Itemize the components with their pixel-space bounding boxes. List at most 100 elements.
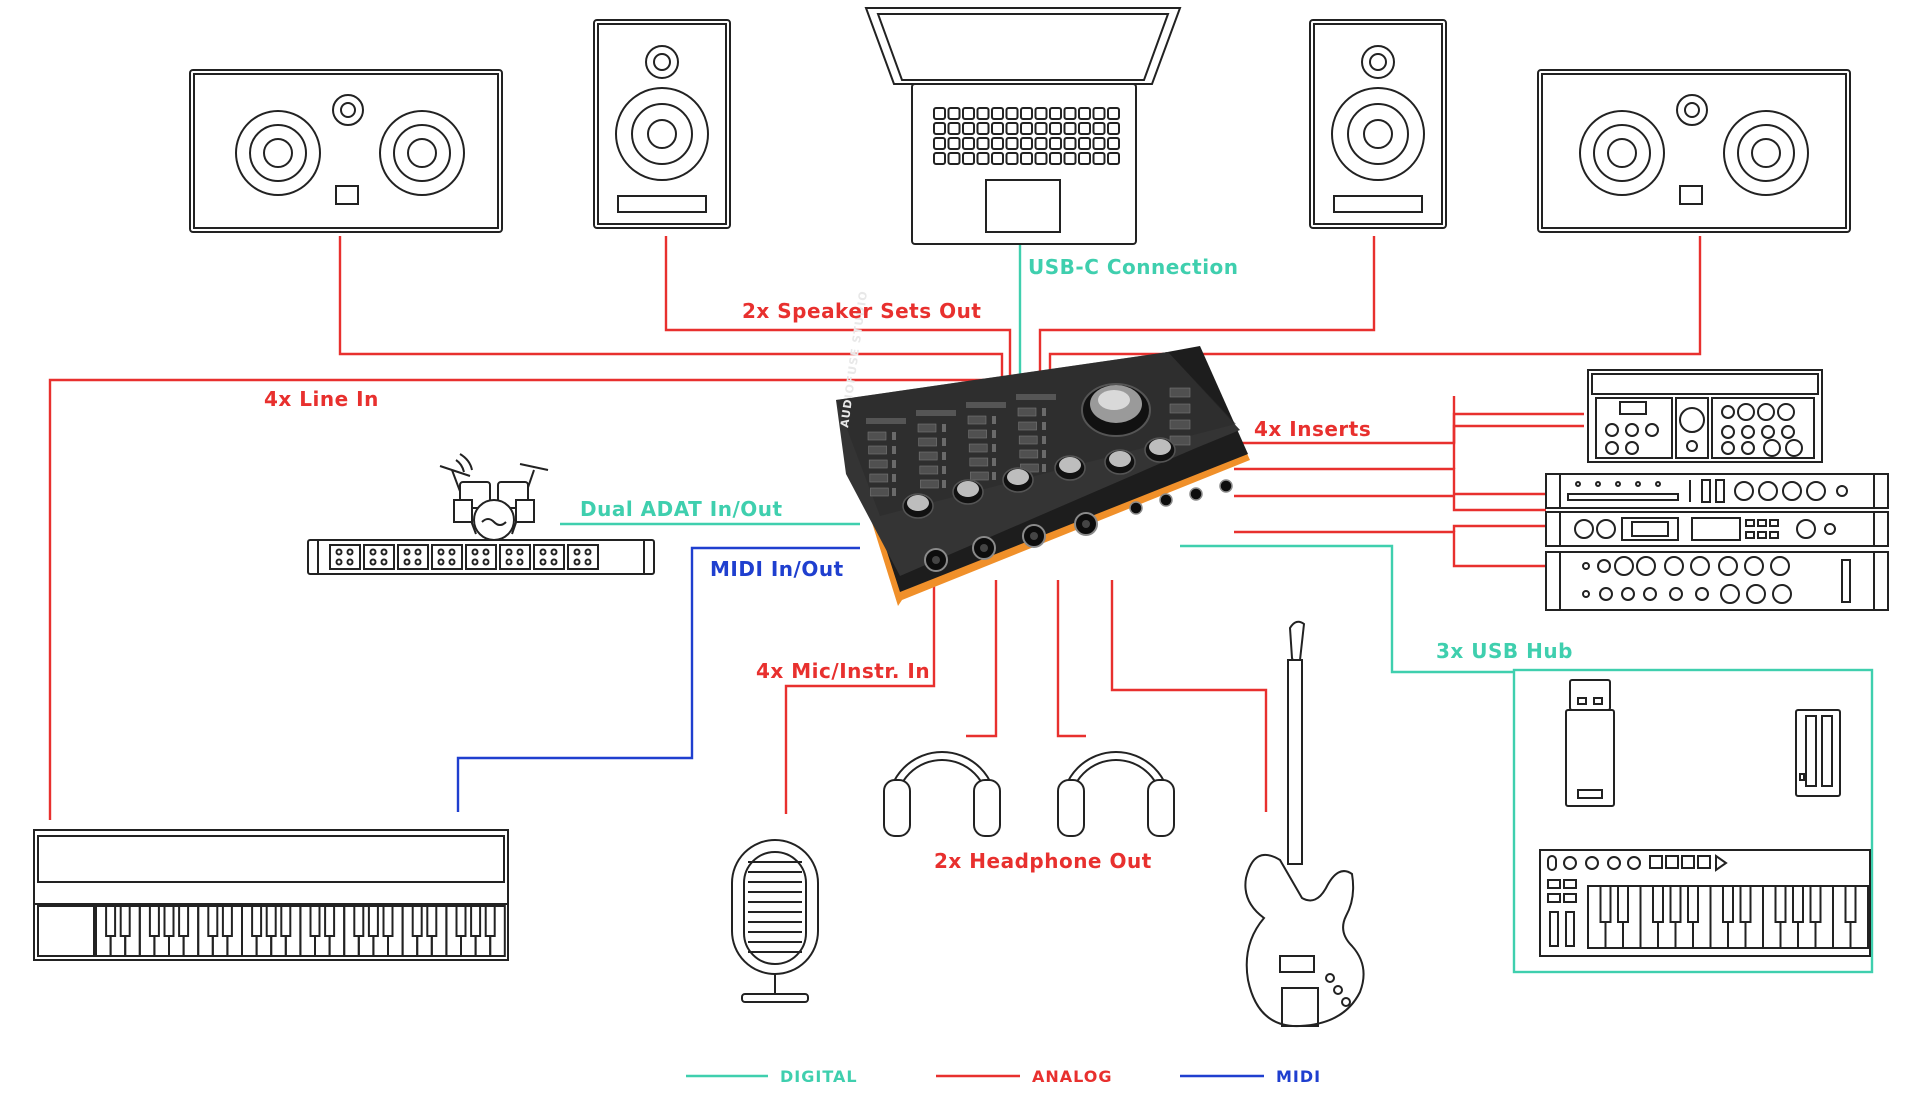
adat-slot — [499, 544, 531, 570]
adat-dot — [550, 558, 558, 566]
laptop-key — [1063, 107, 1077, 120]
microphone-icon — [731, 839, 819, 1003]
channel-button[interactable] — [918, 437, 937, 447]
controller-black-key — [1739, 885, 1752, 923]
channel-led — [942, 424, 946, 432]
laptop-key — [1063, 137, 1077, 150]
wire-right-center-speaker — [1048, 236, 1702, 380]
headphone-jack[interactable] — [1219, 479, 1233, 493]
wire-left-center-speaker — [338, 236, 1004, 380]
channel-button[interactable] — [970, 471, 989, 481]
channel-button[interactable] — [918, 451, 938, 461]
piano-black-key — [353, 905, 365, 937]
channel-button[interactable] — [919, 465, 939, 475]
audio-interface: AUDIOFUSE STUDIO — [836, 290, 1250, 606]
controller-black-key — [1722, 885, 1734, 923]
studio-monitor-icon — [1331, 45, 1425, 213]
monitor-button[interactable] — [1169, 387, 1191, 398]
piano-black-key — [470, 905, 482, 937]
adat-dot — [505, 558, 513, 566]
adat-dot — [584, 558, 592, 566]
usb-hub-frame — [1512, 668, 1874, 974]
adat-slot — [329, 544, 361, 570]
adat-dot — [335, 558, 343, 566]
channel-button[interactable] — [1019, 449, 1039, 459]
channel-button[interactable] — [1018, 435, 1038, 445]
adat-dot — [335, 548, 343, 556]
channel-led — [942, 480, 946, 488]
channel-led — [942, 452, 946, 460]
laptop-key — [1049, 137, 1062, 150]
channel-button[interactable] — [968, 443, 988, 453]
laptop-key — [976, 122, 990, 135]
controller-black-key — [1599, 885, 1612, 923]
adat-dot — [482, 558, 490, 566]
insert-unit-1 — [1587, 369, 1823, 463]
headphone-jack[interactable] — [1159, 493, 1173, 507]
jack-center — [932, 556, 940, 564]
channel-button[interactable] — [868, 445, 887, 455]
laptop-key — [1005, 152, 1019, 165]
gain-knob-cap — [1007, 469, 1029, 485]
channel-led — [892, 460, 896, 468]
laptop-key — [1034, 122, 1048, 135]
laptop-key — [1063, 122, 1077, 135]
wire-left-monitor — [664, 236, 1012, 380]
monitor-button[interactable] — [1169, 419, 1191, 430]
channel-led — [892, 474, 896, 482]
adat-dot — [539, 558, 547, 566]
adat-dot — [380, 548, 388, 556]
channel-button[interactable] — [870, 487, 889, 497]
channel-button[interactable] — [920, 479, 939, 489]
channel-button[interactable] — [1017, 407, 1037, 417]
insert-unit-4 — [1545, 551, 1889, 611]
channel-button[interactable] — [969, 457, 989, 467]
channel-led — [892, 446, 896, 454]
piano-black-key — [119, 905, 131, 937]
adat-dot — [403, 548, 411, 556]
laptop-key — [962, 107, 975, 120]
laptop-key — [1005, 137, 1019, 150]
jack-center — [980, 544, 988, 552]
laptop-key — [991, 137, 1004, 150]
jack-center — [1082, 520, 1090, 528]
laptop-key — [976, 107, 990, 120]
adat-dot — [550, 548, 558, 556]
channel-button[interactable] — [967, 415, 987, 425]
channel-button[interactable] — [867, 431, 887, 441]
label-usb-c-connection: USB-C Connection — [1028, 255, 1239, 279]
wire-bass — [1110, 580, 1268, 812]
wire-inserts-b — [1234, 467, 1546, 496]
laptop-key — [1078, 107, 1091, 120]
channel-led — [992, 416, 996, 424]
laptop-key — [1107, 107, 1120, 120]
channel-button[interactable] — [1018, 421, 1037, 431]
adat-dot — [414, 558, 422, 566]
headphone-jack[interactable] — [1189, 487, 1203, 501]
channel-led — [892, 488, 896, 496]
legend-analog: ANALOG — [1032, 1067, 1113, 1086]
monitor-button[interactable] — [1169, 403, 1191, 414]
channel-header — [916, 410, 956, 416]
channel-button[interactable] — [868, 459, 888, 469]
label-usb-hub: 3x USB Hub — [1436, 639, 1573, 663]
labels: 2x Speaker Sets Out USB-C Connection 4x … — [264, 255, 1573, 873]
channel-button[interactable] — [917, 423, 937, 433]
piano-black-key — [382, 905, 394, 937]
adat-dot — [437, 548, 445, 556]
keyboard-icon — [33, 829, 509, 961]
controller-black-key — [1669, 885, 1682, 923]
adat-dot — [471, 558, 479, 566]
adat-dot — [346, 558, 354, 566]
channel-header — [966, 402, 1006, 408]
channel-button[interactable] — [869, 473, 889, 483]
channel-header — [866, 418, 906, 424]
adat-dot — [516, 558, 524, 566]
laptop-key — [1107, 152, 1120, 165]
label-mic-instr-in: 4x Mic/Instr. In — [756, 659, 930, 683]
drum-kit — [439, 453, 549, 541]
channel-button[interactable] — [968, 429, 987, 439]
headphone-jack[interactable] — [1129, 501, 1143, 515]
channel-led — [892, 432, 896, 440]
